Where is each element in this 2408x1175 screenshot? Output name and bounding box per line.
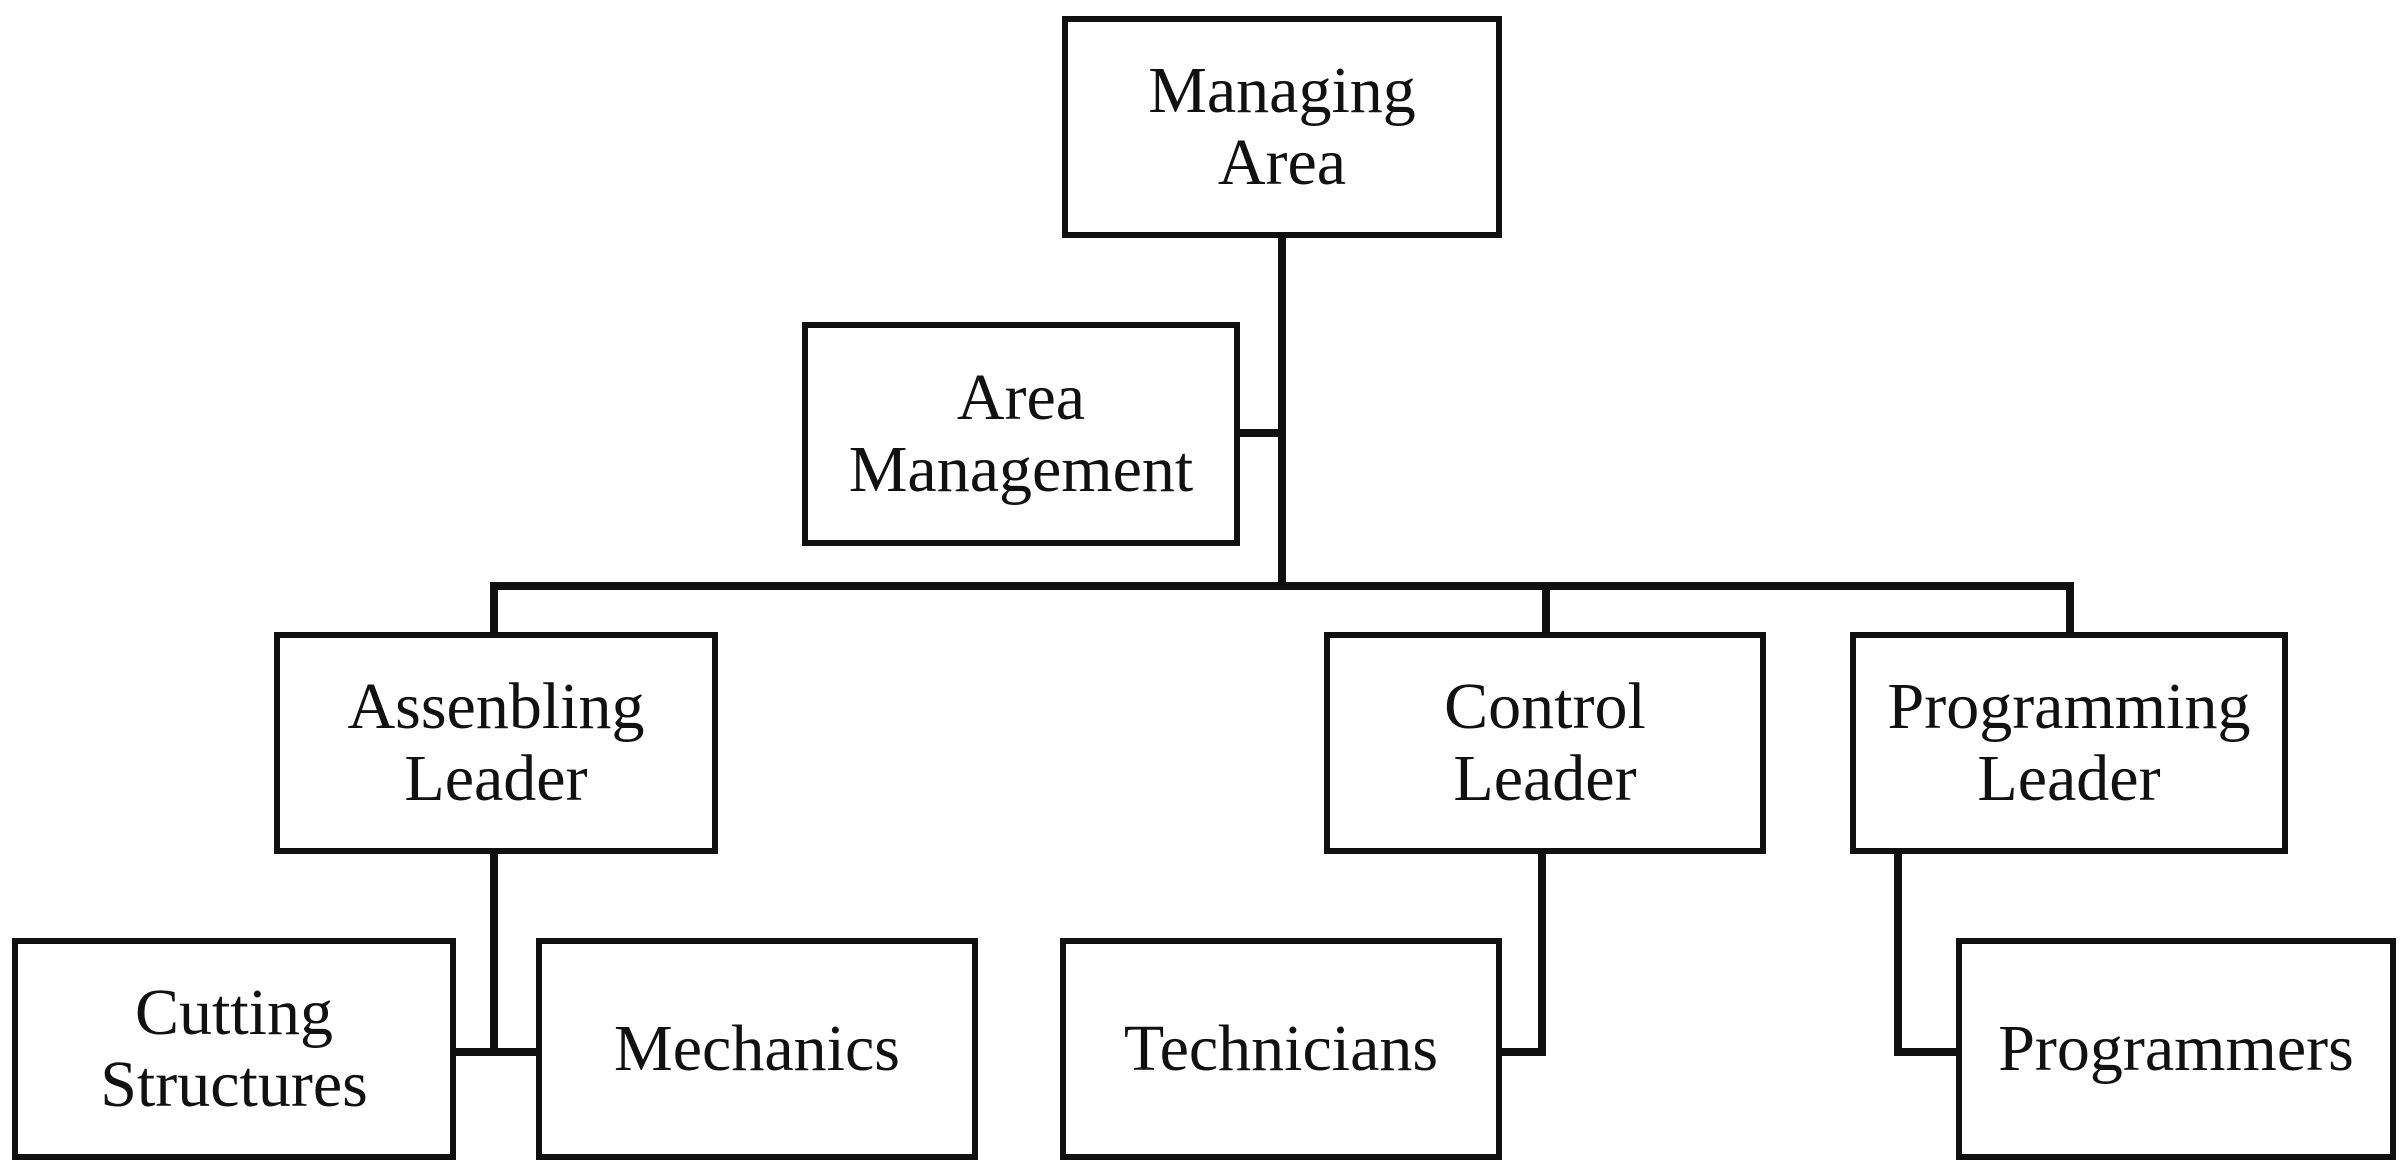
- connector-area-management: [1236, 429, 1286, 437]
- node-area-management-label: Area Management: [848, 361, 1194, 506]
- connector-assembling-trunk: [490, 848, 498, 1056]
- node-technicians: Technicians: [1060, 938, 1502, 1160]
- connector-control-trunk: [1538, 848, 1546, 1056]
- node-cutting-structures: Cutting Structures: [12, 938, 456, 1160]
- node-area-management: Area Management: [802, 322, 1240, 546]
- connector-technicians: [1496, 1048, 1546, 1056]
- connector-drop-control: [1542, 582, 1550, 638]
- node-programmers-label: Programmers: [1998, 1012, 2354, 1085]
- node-mechanics: Mechanics: [536, 938, 978, 1160]
- node-control-leader-label: Control Leader: [1444, 670, 1646, 815]
- node-control-leader: Control Leader: [1324, 632, 1766, 854]
- connector-top-trunk: [1278, 234, 1286, 586]
- connector-cutting-mechanics: [450, 1048, 542, 1056]
- node-programming-leader-label: Programming Leader: [1887, 670, 2251, 815]
- node-mechanics-label: Mechanics: [614, 1012, 900, 1085]
- node-cutting-structures-label: Cutting Structures: [100, 976, 368, 1121]
- node-assembling-leader: Assenbling Leader: [274, 632, 718, 854]
- connector-drop-programming: [2066, 582, 2074, 638]
- node-programming-leader: Programming Leader: [1850, 632, 2288, 854]
- node-managing-area-label: Managing Area: [1148, 54, 1416, 199]
- node-assembling-leader-label: Assenbling Leader: [347, 670, 645, 815]
- node-technicians-label: Technicians: [1123, 1012, 1439, 1085]
- connector-programming-trunk: [1894, 848, 1902, 1056]
- node-programmers: Programmers: [1956, 938, 2396, 1160]
- connector-drop-assembling: [490, 582, 498, 638]
- connector-leaders-bar: [490, 582, 2074, 590]
- node-managing-area: Managing Area: [1062, 16, 1502, 238]
- connector-programmers: [1894, 1048, 1962, 1056]
